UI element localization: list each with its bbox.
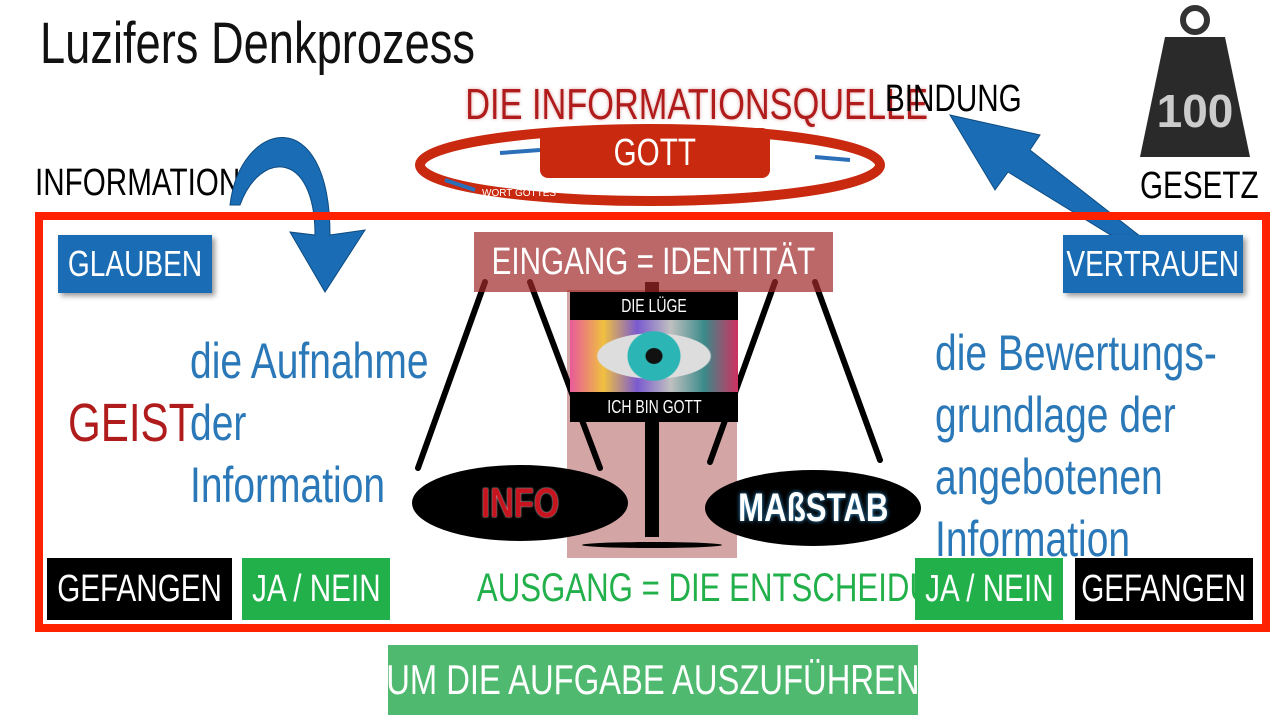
arrow-icon — [444, 178, 476, 192]
glauben-box: GLAUBEN — [58, 235, 212, 293]
process-frame — [35, 212, 1270, 632]
eye-image: DIE LÜGE ICH BIN GOTT — [570, 292, 738, 422]
left-description: die Aufnahme der Information — [190, 333, 429, 513]
right-choice-box: JA / NEIN — [915, 558, 1063, 620]
info-ellipse: INFO — [412, 465, 628, 541]
cycle-label-frucht: FRUCHT — [778, 146, 820, 157]
eingang-box: EINGANG = IDENTITÄT — [474, 232, 833, 292]
svg-text:100: 100 — [1157, 85, 1234, 137]
eye-bottom-label: ICH BIN GOTT — [606, 396, 702, 417]
information-label: INFORMATION — [35, 162, 241, 204]
arrow-icon — [499, 148, 541, 155]
gott-box: GOTT — [540, 128, 770, 178]
page-title: Luzifers Denkprozess — [40, 11, 475, 76]
right-caught-box: GEFANGEN — [1075, 558, 1253, 620]
arrow-icon — [814, 155, 851, 162]
cycle-label-liebe: LIEBE — [470, 147, 499, 158]
source-heading: DIE INFORMATIONSQUELLE — [465, 80, 929, 129]
gesetz-label: GESETZ — [1140, 165, 1259, 207]
left-caught-box: GEFANGEN — [47, 558, 232, 620]
vertrauen-box: VERTRAUEN — [1063, 235, 1243, 293]
curved-arrow-icon — [229, 137, 367, 293]
left-choice-box: JA / NEIN — [242, 558, 390, 620]
geist-label: GEIST — [68, 393, 195, 453]
eye-picture — [570, 320, 738, 392]
bindung-label: BINDUNG — [885, 78, 1022, 120]
task-box: UM DIE AUFGABE AUSZUFÜHREN — [386, 645, 920, 715]
right-description: die Bewertungs- grundlage der angebotene… — [935, 325, 1217, 567]
weight-icon: 100 — [1140, 5, 1250, 157]
massstab-ellipse: MAßSTAB — [705, 470, 921, 546]
eye-top-label: DIE LÜGE — [621, 295, 687, 316]
exit-label: AUSGANG = DIE ENTSCHEIDUNGEN — [476, 566, 1023, 610]
cycle-label-wort-gottes: WORT GOTTES — [482, 188, 557, 199]
